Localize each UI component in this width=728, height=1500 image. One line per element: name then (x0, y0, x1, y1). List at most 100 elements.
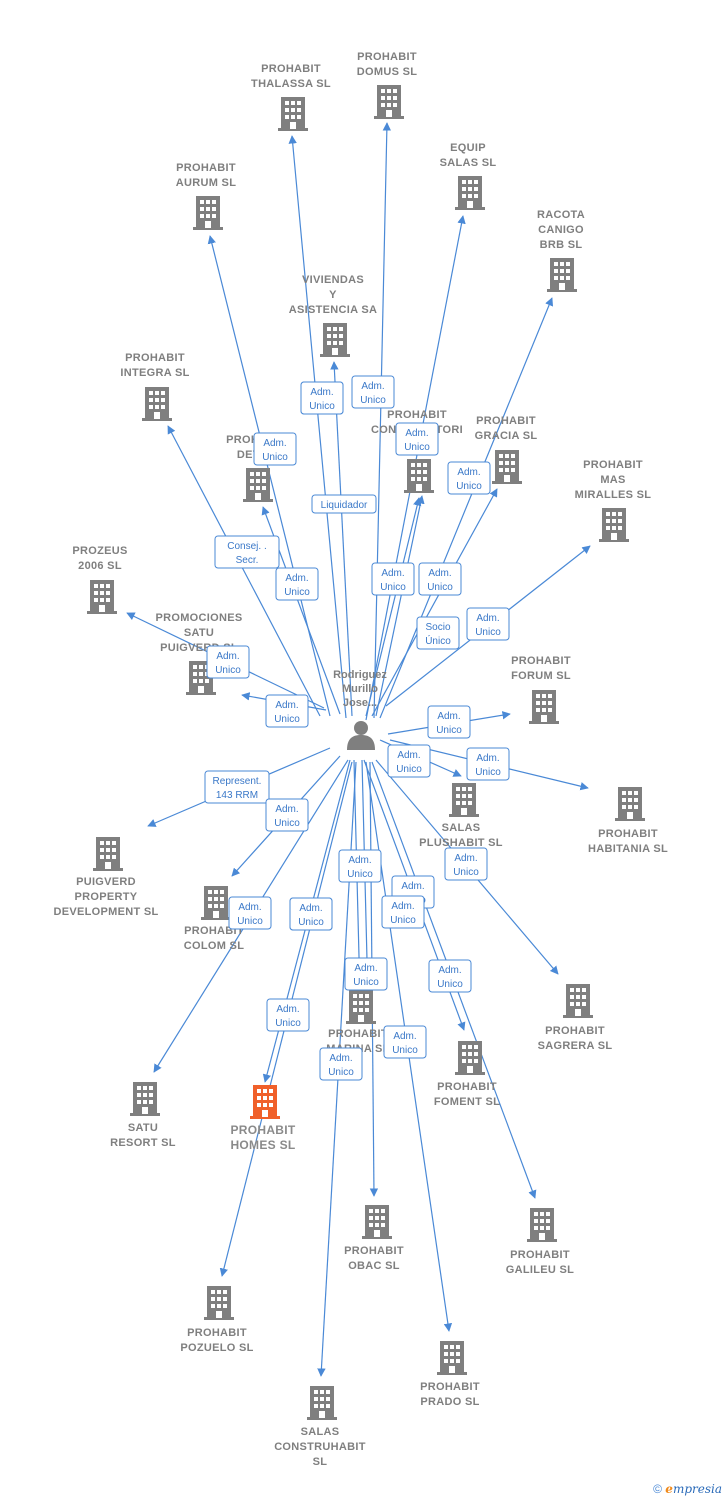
edge-label-text: Unico (275, 1018, 301, 1029)
company-name-line: PROPERTY (75, 891, 138, 903)
edge-label-habitania[interactable]: Adm.Unico (466, 747, 510, 781)
edge-label-marina[interactable]: Adm.Unico (338, 849, 382, 883)
edge-labels-layer: Adm.UnicoAdm.UnicoAdm.UnicoAdm.UnicoAdm.… (204, 375, 510, 1081)
company-name-line: CANIGO (538, 224, 584, 236)
company-name-line: PROHABIT (387, 409, 447, 421)
person-name-line-1: Rodriguez (333, 669, 387, 681)
edge-label-text: Adm. (354, 963, 377, 974)
building-icon (529, 690, 559, 724)
edge-label-devel[interactable]: Adm.Unico (275, 567, 319, 601)
company-node-obac[interactable]: PROHABIT OBAC SL (344, 1205, 404, 1272)
company-name-line: 2006 SL (78, 560, 122, 572)
edge-label-text: Adm. (329, 1053, 352, 1064)
brand-logo[interactable]: empresia (665, 1482, 722, 1496)
edge-label-text: Adm. (428, 568, 451, 579)
company-name-line: BRB SL (540, 239, 583, 251)
company-name-line: EQUIP (450, 142, 486, 154)
company-name-line: PUIGVERD (76, 876, 136, 888)
edge-label-puigverd[interactable]: Represent.143 RRM (204, 770, 270, 804)
edge-label-text: Adm. (263, 438, 286, 449)
company-name-line: OBAC SL (348, 1260, 400, 1272)
edge-label-foment2[interactable]: Adm.Unico (381, 895, 425, 929)
building-icon (130, 1082, 160, 1116)
company-name-line: PROHABIT (344, 1245, 404, 1257)
edge-label-domus[interactable]: Adm.Unico (351, 375, 395, 409)
edge-label-text: Unico (427, 582, 453, 593)
building-icon (599, 508, 629, 542)
edge-label-galileu[interactable]: Adm.Unico (428, 959, 472, 993)
company-node-marina[interactable]: PROHABITMARINA SL (326, 990, 389, 1055)
edge-label-text: Unico (309, 401, 335, 412)
edge-label-viviendas[interactable]: Adm. Unico (300, 381, 344, 415)
edge-label-sagrera[interactable]: Adm.Unico (444, 847, 488, 881)
edge-label-construhabit[interactable]: Adm.Unico (289, 897, 333, 931)
building-icon (404, 459, 434, 493)
edge-label-salasplus[interactable]: Adm.Unico (387, 744, 431, 778)
building-icon (204, 1286, 234, 1320)
edge-label-pozuelo[interactable]: Adm.Unico (319, 1047, 363, 1081)
edge-label-text: Adm. (476, 753, 499, 764)
edge-label-text: Adm. (381, 568, 404, 579)
edge-label-text: Adm. (310, 387, 333, 398)
edge-label-text: Adm. (393, 1031, 416, 1042)
edge-label-marina2[interactable]: Adm.Unico (344, 957, 388, 991)
edge-label-aurum[interactable]: Adm.Unico (253, 432, 297, 466)
footer-brand: © empresia (653, 1482, 722, 1496)
edge-label-mas[interactable]: Adm.Unico (466, 607, 510, 641)
edge-label-liquidador[interactable]: Liquidador (311, 494, 377, 514)
edge-label-integra[interactable]: Consej. .Secr. (214, 535, 280, 569)
company-name-line: AURUM SL (176, 177, 236, 189)
edge-label-satu[interactable]: Adm.Unico (228, 896, 272, 930)
edge-label-equip[interactable]: Adm.Unico (371, 562, 415, 596)
company-node-construct[interactable]: PROHABITCONSTRUCTORI (371, 409, 463, 493)
edge-label-homes[interactable]: Adm.Unico (266, 998, 310, 1032)
edge-label-construct[interactable]: Adm.Unico (395, 422, 439, 456)
company-name-line: PROHABIT (125, 352, 185, 364)
company-name-line: PROHABIT (184, 925, 244, 937)
edge-label-colom[interactable]: Adm.Unico (265, 798, 309, 832)
relationship-edge (371, 488, 498, 717)
building-icon (437, 1341, 467, 1375)
company-name-line: GALILEU SL (506, 1264, 574, 1276)
edge-label-gracia[interactable]: Adm.Unico (447, 461, 491, 495)
building-icon (449, 783, 479, 817)
edge-label-forum[interactable]: Adm.Unico (427, 705, 471, 739)
company-name-line: ASISTENCIA SA (289, 304, 377, 316)
center-person[interactable]: Rodriguez Murillo Jose... (333, 669, 387, 750)
edge-label-text: Unico (404, 442, 430, 453)
company-name-line: PROHABIT (511, 655, 571, 667)
edge-label-text: Adm. (285, 573, 308, 584)
edge-label-prozeus[interactable]: Adm.Unico (206, 645, 250, 679)
edge-label-promo[interactable]: Adm.Unico (265, 694, 309, 728)
edge-label-prado[interactable]: Adm.Unico (383, 1025, 427, 1059)
building-icon (193, 196, 223, 230)
edge-label-racota[interactable]: Adm. Unico (418, 562, 462, 596)
building-icon (374, 85, 404, 119)
company-name-line: PROHABIT (230, 1123, 295, 1137)
edge-label-text: Adm. (397, 750, 420, 761)
